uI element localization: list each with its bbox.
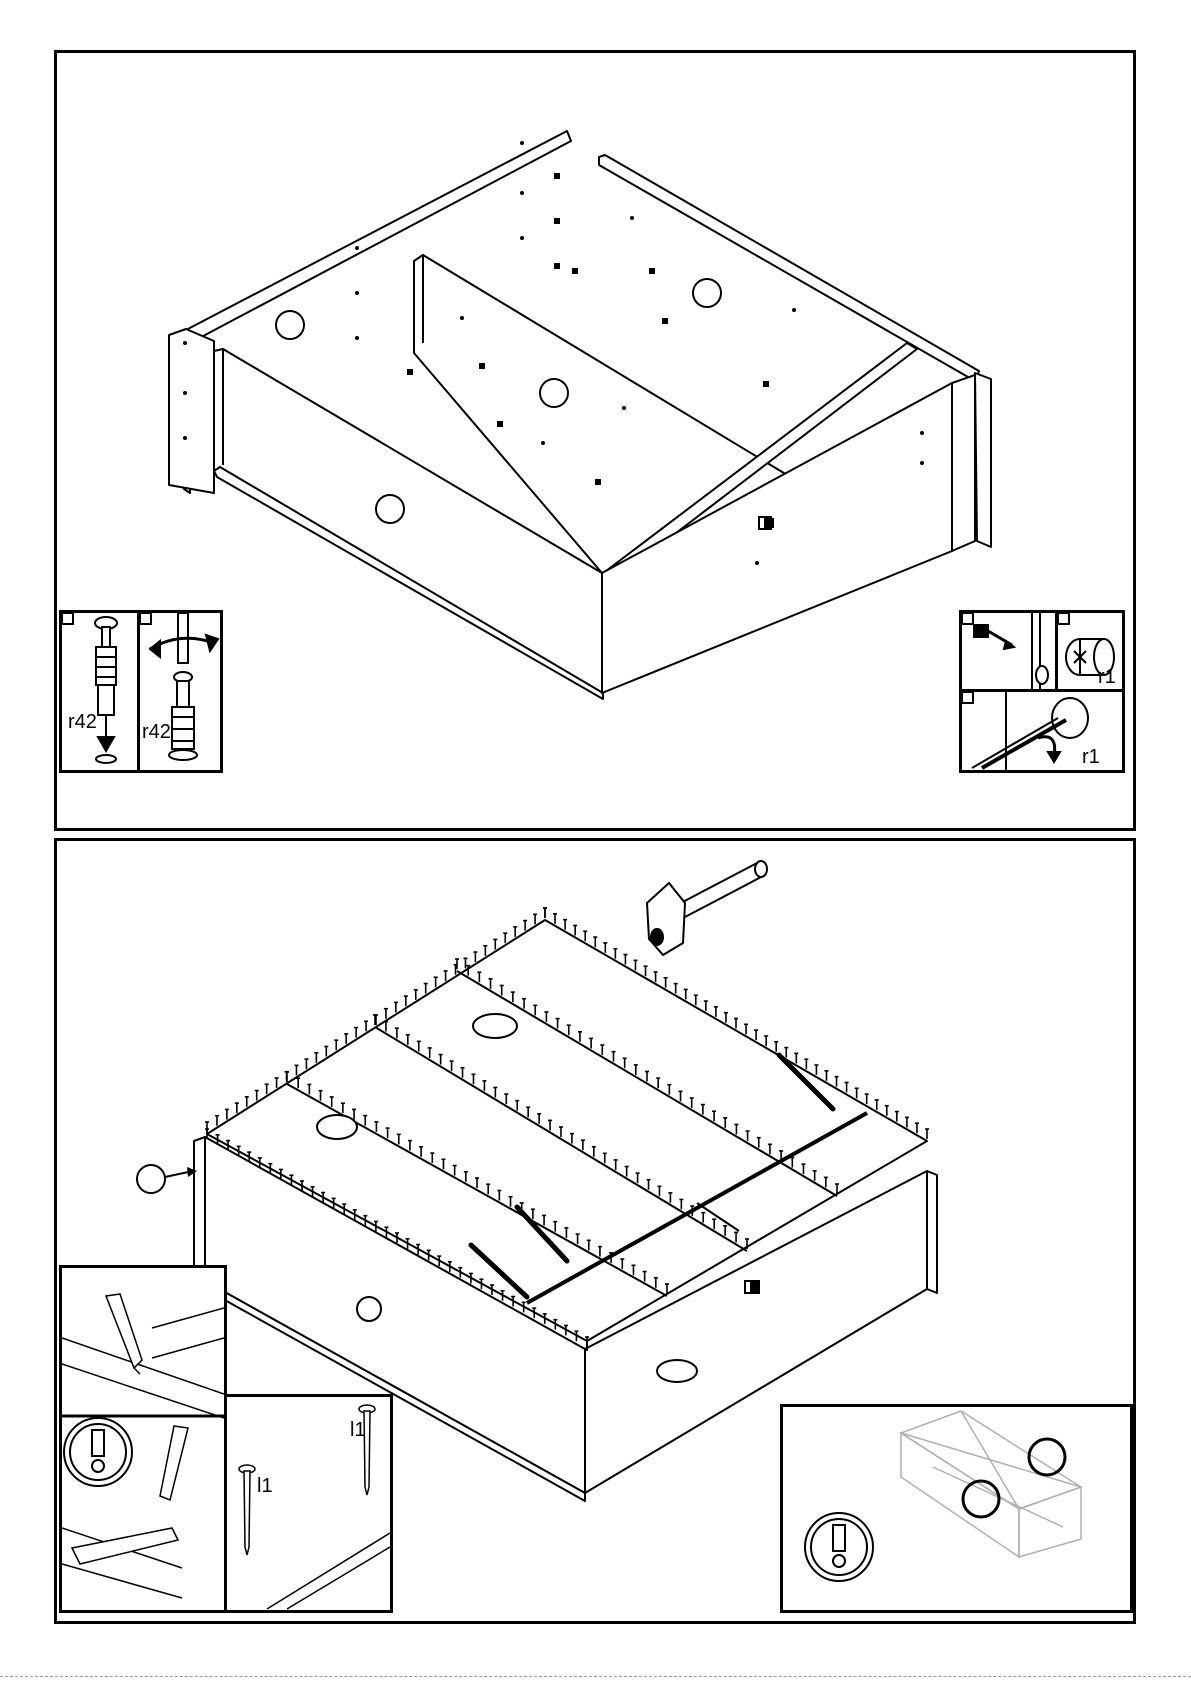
cam-lock-insert-drawing	[962, 613, 1055, 689]
nail-label-l1: l1	[257, 1475, 273, 1498]
cam-lock-fitting	[745, 1281, 759, 1293]
corner-marker	[61, 612, 74, 625]
part-label-r1: r1	[1082, 746, 1100, 769]
left-end-panel	[169, 329, 214, 493]
cabinet-check-drawing	[783, 1407, 1130, 1610]
step-1-panel: r42 r42	[54, 50, 1136, 831]
side-panel-hole	[657, 1360, 697, 1382]
nail-label-l1: l1	[350, 1419, 366, 1442]
part-marker-circle	[137, 1165, 165, 1193]
inset-cam-bolt-insert: r42	[59, 610, 140, 773]
right-rear-panel	[599, 155, 979, 381]
corner-marker	[961, 612, 974, 625]
inset-cam-lock-detail: r1	[1055, 610, 1125, 692]
hammer-icon	[647, 861, 767, 955]
screwdriver-turn-drawing	[140, 613, 220, 770]
backboard-hole	[473, 1014, 517, 1038]
pencil-icon	[106, 1294, 142, 1368]
inset-cam-bolt-screw: r42	[137, 610, 223, 773]
right-end-panel	[975, 373, 991, 547]
inset-cabinet-warning	[780, 1404, 1133, 1613]
inset-cam-lock-turn: r1	[959, 689, 1125, 773]
backboard-hole	[317, 1115, 357, 1139]
warning-icon	[805, 1513, 873, 1581]
part-marker-circle	[376, 495, 404, 523]
part-label-r1: r1	[1098, 666, 1116, 689]
corner-marker	[139, 612, 152, 625]
corner-marker	[961, 691, 974, 704]
warning-icon	[64, 1418, 132, 1486]
pencil-marking-drawing	[62, 1268, 224, 1610]
inset-nail-detail: l1 l1	[224, 1394, 393, 1613]
part-marker-circle	[693, 279, 721, 307]
part-marker-circle	[276, 311, 304, 339]
step-2-panel: l1 l1	[54, 838, 1136, 1624]
front-panel-marker	[357, 1297, 381, 1321]
cam-lock-fitting	[759, 517, 773, 529]
check-point-circle	[963, 1481, 999, 1517]
right-end-panel	[927, 1171, 937, 1293]
part-label-r42: r42	[142, 721, 171, 744]
page-edge	[0, 1676, 1191, 1685]
pencil-icon	[160, 1426, 188, 1500]
part-marker-circle	[540, 379, 568, 407]
part-label-r42: r42	[68, 711, 97, 734]
corner-marker	[1057, 612, 1070, 625]
left-end-panel	[194, 1137, 205, 1281]
inset-cam-lock-insert	[959, 610, 1058, 692]
cam-bolt-drawing	[62, 613, 137, 770]
inset-pencil-marking	[59, 1265, 227, 1613]
